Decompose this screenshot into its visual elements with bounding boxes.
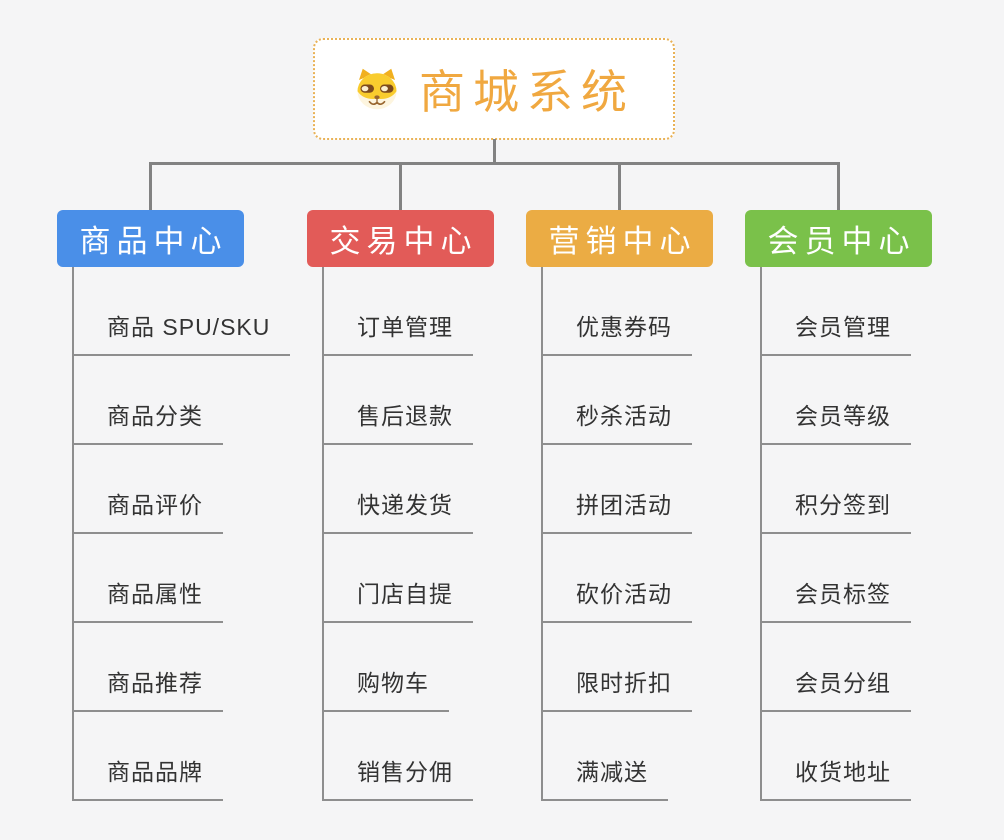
- leaf-node[interactable]: 优惠券码: [543, 267, 692, 356]
- branch-node-marketing-center[interactable]: 营销中心: [526, 210, 713, 267]
- leaf-label: 商品 SPU/SKU: [74, 308, 291, 356]
- branch-member-center: 会员中心 会员管理 会员等级 积分签到 会员标签 会员分组 收货地址: [745, 210, 932, 801]
- leaf-label: 砍价活动: [543, 575, 692, 623]
- leaf-label: 快递发货: [324, 486, 473, 534]
- leaf-node[interactable]: 商品品牌: [74, 712, 290, 801]
- branch-node-trade-center[interactable]: 交易中心: [307, 210, 494, 267]
- root-title: 商城系统: [419, 66, 635, 118]
- connector-drop-product: [149, 162, 152, 210]
- leaf-node[interactable]: 会员等级: [762, 356, 911, 445]
- leaf-node[interactable]: 购物车: [324, 623, 473, 712]
- leaf-label: 收货地址: [762, 753, 911, 801]
- leaf-label: 秒杀活动: [543, 397, 692, 445]
- connector-drop-member: [837, 162, 840, 210]
- leaf-label: 满减送: [543, 753, 668, 801]
- leaf-label: 会员分组: [762, 664, 911, 712]
- leaf-node[interactable]: 商品推荐: [74, 623, 290, 712]
- leaf-label: 商品分类: [74, 397, 223, 445]
- connector-drop-trade: [399, 162, 402, 210]
- branch-marketing-center: 营销中心 优惠券码 秒杀活动 拼团活动 砍价活动 限时折扣 满减送: [526, 210, 713, 801]
- branch-items-product-center: 商品 SPU/SKU 商品分类 商品评价 商品属性 商品推荐 商品品牌: [72, 267, 291, 801]
- branch-product-center: 商品中心 商品 SPU/SKU 商品分类 商品评价 商品属性 商品推荐 商品品牌: [57, 210, 291, 801]
- leaf-label: 商品属性: [74, 575, 223, 623]
- leaf-node[interactable]: 商品分类: [74, 356, 290, 445]
- connector-horizontal: [149, 162, 840, 165]
- leaf-label: 购物车: [324, 664, 449, 712]
- leaf-label: 限时折扣: [543, 664, 692, 712]
- leaf-node[interactable]: 会员标签: [762, 534, 911, 623]
- branch-trade-center: 交易中心 订单管理 售后退款 快递发货 门店自提 购物车 销售分佣: [307, 210, 494, 801]
- leaf-node[interactable]: 砍价活动: [543, 534, 692, 623]
- branch-items-member-center: 会员管理 会员等级 积分签到 会员标签 会员分组 收货地址: [760, 267, 911, 801]
- leaf-node[interactable]: 秒杀活动: [543, 356, 692, 445]
- leaf-node[interactable]: 会员管理: [762, 267, 911, 356]
- root-node[interactable]: 商城系统: [313, 38, 675, 140]
- leaf-label: 售后退款: [324, 397, 473, 445]
- dog-face-icon: [357, 68, 397, 110]
- leaf-label: 会员管理: [762, 308, 911, 356]
- connector-root-stem: [493, 139, 496, 165]
- leaf-label: 订单管理: [324, 308, 473, 356]
- leaf-node[interactable]: 满减送: [543, 712, 692, 801]
- leaf-node[interactable]: 售后退款: [324, 356, 473, 445]
- leaf-node[interactable]: 拼团活动: [543, 445, 692, 534]
- leaf-label: 拼团活动: [543, 486, 692, 534]
- leaf-node[interactable]: 快递发货: [324, 445, 473, 534]
- leaf-label: 商品品牌: [74, 753, 223, 801]
- leaf-node[interactable]: 收货地址: [762, 712, 911, 801]
- leaf-label: 商品推荐: [74, 664, 223, 712]
- branch-node-product-center[interactable]: 商品中心: [57, 210, 244, 267]
- leaf-label: 会员标签: [762, 575, 911, 623]
- leaf-node[interactable]: 会员分组: [762, 623, 911, 712]
- leaf-node[interactable]: 门店自提: [324, 534, 473, 623]
- leaf-node[interactable]: 订单管理: [324, 267, 473, 356]
- leaf-label: 积分签到: [762, 486, 911, 534]
- branch-node-member-center[interactable]: 会员中心: [745, 210, 932, 267]
- leaf-node[interactable]: 商品属性: [74, 534, 290, 623]
- leaf-label: 优惠券码: [543, 308, 692, 356]
- leaf-label: 商品评价: [74, 486, 223, 534]
- leaf-node[interactable]: 限时折扣: [543, 623, 692, 712]
- leaf-label: 会员等级: [762, 397, 911, 445]
- leaf-node[interactable]: 销售分佣: [324, 712, 473, 801]
- connector-drop-marketing: [618, 162, 621, 210]
- leaf-node[interactable]: 商品评价: [74, 445, 290, 534]
- leaf-label: 门店自提: [324, 575, 473, 623]
- leaf-node[interactable]: 商品 SPU/SKU: [74, 267, 291, 356]
- leaf-label: 销售分佣: [324, 753, 473, 801]
- branch-items-trade-center: 订单管理 售后退款 快递发货 门店自提 购物车 销售分佣: [322, 267, 473, 801]
- leaf-node[interactable]: 积分签到: [762, 445, 911, 534]
- branch-items-marketing-center: 优惠券码 秒杀活动 拼团活动 砍价活动 限时折扣 满减送: [541, 267, 692, 801]
